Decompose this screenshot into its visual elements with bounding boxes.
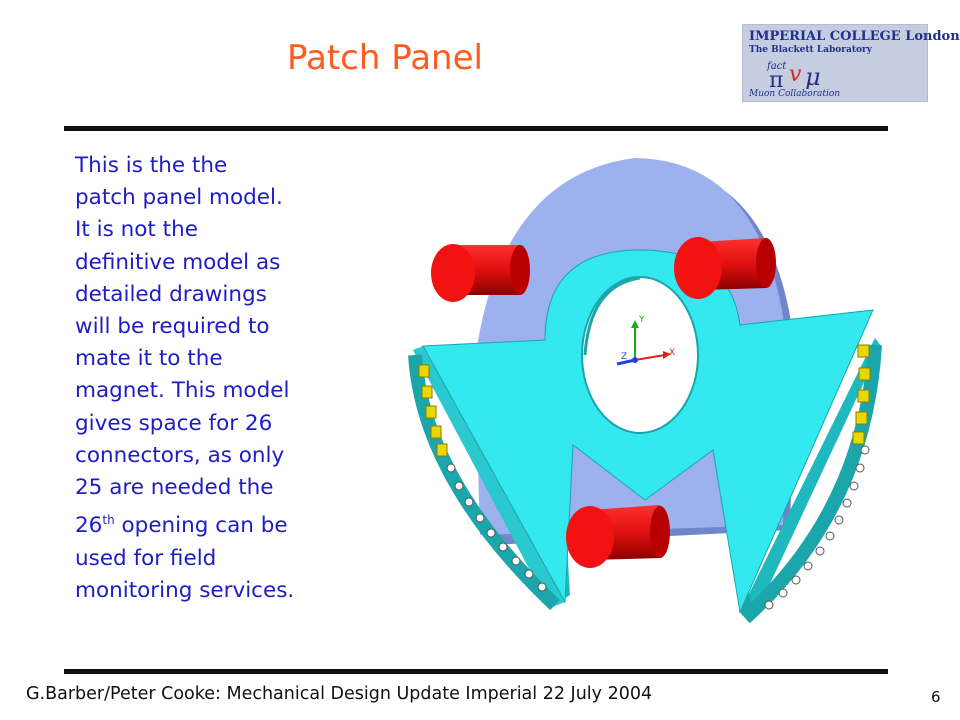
body-text: This is the the patch panel model. It is…	[75, 150, 375, 607]
logo-line-1: IMPERIAL COLLEGE London	[749, 29, 960, 44]
connector-holes-right	[764, 445, 870, 610]
svg-text:μ: μ	[805, 63, 821, 89]
body-line: used for field	[75, 545, 217, 571]
footer-text: G.Barber/Peter Cooke: Mechanical Design …	[26, 684, 653, 704]
front-panel	[408, 249, 882, 624]
patch-panel-model-render: Y X Z	[408, 158, 882, 624]
svg-text:π: π	[769, 68, 783, 89]
body-line: gives space for 26	[75, 410, 273, 436]
connectors-left-yellow	[418, 364, 448, 457]
connectors-right-yellow	[852, 344, 871, 445]
body-line: 25 are needed the	[75, 475, 274, 501]
axis-label-y: Y	[638, 315, 645, 325]
body-line: patch panel model.	[75, 185, 283, 211]
slide-title: Patch Panel	[287, 38, 483, 78]
logo-line-3: Muon Collaboration	[749, 89, 841, 99]
page-number: 6	[931, 688, 941, 706]
body-line: detailed drawings	[75, 281, 267, 307]
bottom-rule	[64, 669, 888, 674]
muon-collaboration-mark: fact π v μ	[766, 61, 821, 89]
body-line: monitoring services.	[75, 577, 295, 603]
top-rule	[64, 126, 888, 131]
ordinal-suffix: th	[102, 513, 115, 528]
axis-label-x: X	[669, 348, 675, 358]
mounting-pin-left	[431, 244, 530, 302]
mounting-pin-right	[674, 237, 776, 299]
ordinal-number: 26	[75, 513, 103, 539]
axis-triad-icon: Y X Z	[616, 315, 675, 366]
logo-line-2: The Blackett Laboratory	[749, 45, 873, 55]
ordinal-rest: opening can be	[121, 513, 288, 539]
body-line: This is the the	[75, 153, 228, 178]
body-line-ordinal: 26th opening can be	[75, 504, 375, 542]
body-line: definitive model as	[75, 249, 281, 275]
body-line: magnet. This model	[75, 378, 290, 404]
svg-text:v: v	[789, 62, 802, 87]
body-line: It is not the	[75, 217, 198, 243]
imperial-college-logo: IMPERIAL COLLEGE London The Blackett Lab…	[742, 24, 960, 102]
axis-label-z: Z	[621, 352, 627, 362]
body-line: connectors, as only	[75, 442, 285, 468]
logo-mark-fact: fact	[766, 61, 787, 72]
body-line: mate it to the	[75, 346, 223, 372]
mounting-pin-bottom	[566, 505, 670, 568]
body-line: will be required to	[75, 314, 270, 340]
